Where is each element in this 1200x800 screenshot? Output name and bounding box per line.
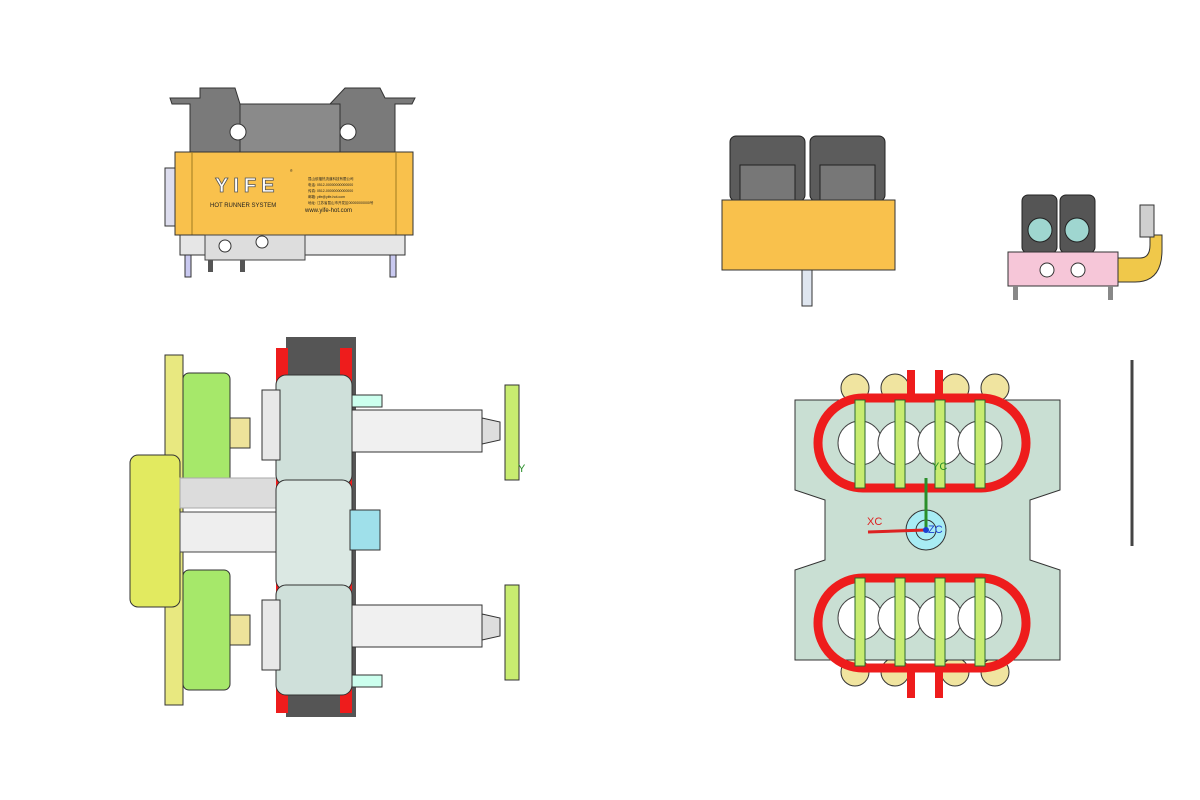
svg-text:地址: 江苏省昆山市开发区00000000000号: 地址: 江苏省昆山市开发区00000000000号	[308, 200, 374, 205]
axis-label-yc: YC	[932, 461, 947, 473]
axis-label-zc: ZC	[928, 524, 943, 536]
svg-text:电话: 0512-00000000000000: 电话: 0512-00000000000000	[308, 182, 353, 187]
svg-text:传真: 0512-00000000000000: 传真: 0512-00000000000000	[308, 188, 353, 193]
hot-runner-top-view: YC XC ZC	[794, 370, 1061, 698]
connector-housing-front-view: YIFE ® HOT RUNNER SYSTEM 昆山依福热流道科技有限公司 电…	[164, 87, 416, 278]
solenoid-valve-manifold	[1007, 194, 1163, 300]
heater-bars	[854, 399, 986, 667]
svg-text:昆山依福热流道科技有限公司: 昆山依福热流道科技有限公司	[308, 176, 354, 181]
website: www.yife-hot.com	[304, 208, 352, 214]
svg-text:邮箱: yife@yife-hot.com: 邮箱: yife@yife-hot.com	[308, 194, 345, 199]
axis-label-y: Y	[518, 463, 526, 475]
controller-connector-box	[721, 135, 896, 307]
axis-label-xc: XC	[867, 516, 882, 528]
hot-runner-side-view: Y	[129, 337, 526, 717]
brand-logo: YIFE	[215, 175, 279, 197]
svg-text:®: ®	[290, 169, 293, 173]
tagline: HOT RUNNER SYSTEM	[210, 203, 276, 209]
